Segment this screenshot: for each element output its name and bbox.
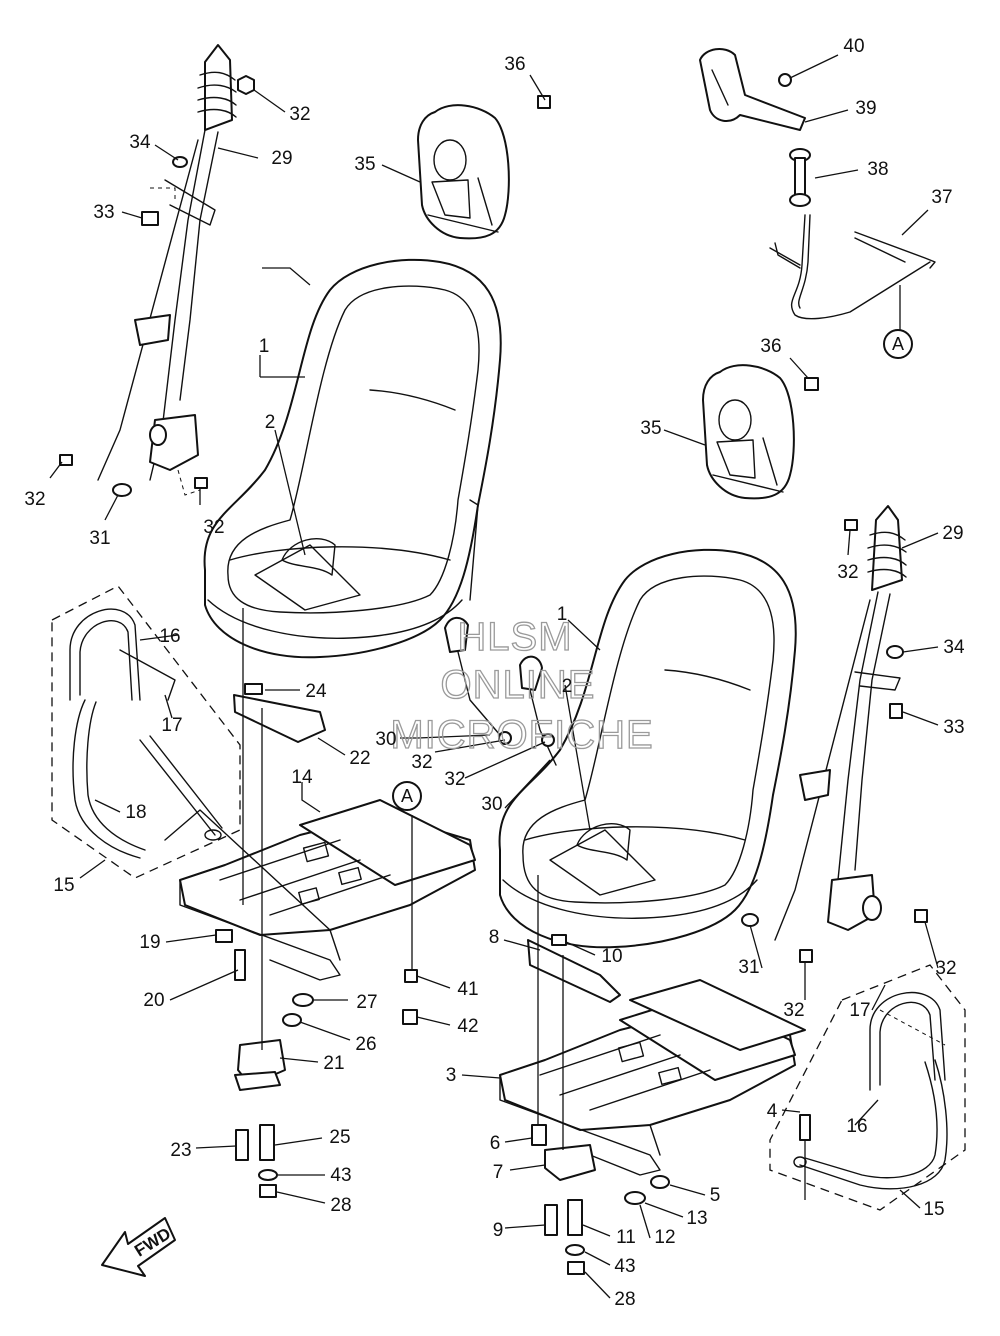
callout-c40: 40 xyxy=(843,36,864,57)
callout-c35b: 35 xyxy=(640,418,661,439)
callout-c3: 3 xyxy=(446,1065,457,1086)
callout-c17b: 17 xyxy=(849,1000,870,1021)
callout-c32d: 32 xyxy=(837,562,858,583)
callout-c32h: 32 xyxy=(783,1000,804,1021)
callout-c43b: 43 xyxy=(614,1256,635,1277)
callout-c12: 12 xyxy=(654,1227,675,1248)
callout-c19: 19 xyxy=(139,932,160,953)
callout-c5: 5 xyxy=(710,1185,721,1206)
callout-c28b: 28 xyxy=(614,1289,635,1310)
hardware-parts xyxy=(59,73,928,1275)
callout-c8: 8 xyxy=(489,927,500,948)
callout-c32f: 32 xyxy=(444,769,465,790)
callout-c28a: 28 xyxy=(330,1195,351,1216)
callout-c16a: 16 xyxy=(159,626,180,647)
forward-direction-arrow: FWD xyxy=(101,1217,176,1277)
callout-c32e: 32 xyxy=(411,752,432,773)
seatbelt-left xyxy=(97,44,237,481)
callout-c20: 20 xyxy=(143,990,164,1011)
callout-c34a: 34 xyxy=(129,132,151,153)
callout-c18: 18 xyxy=(125,802,146,823)
seat-base-right xyxy=(499,979,806,1176)
callout-c9: 9 xyxy=(493,1220,504,1241)
callout-c34b: 34 xyxy=(943,637,965,658)
callout-c35a: 35 xyxy=(354,154,375,175)
reference-marker-lower-label: A xyxy=(401,786,413,806)
callout-c15a: 15 xyxy=(53,875,74,896)
watermark: HLSM ONLINE MICROFICHE xyxy=(390,614,654,757)
callout-c10: 10 xyxy=(601,946,622,967)
callout-c1b: 1 xyxy=(557,604,568,625)
grab-bar-left xyxy=(51,585,241,879)
callout-c31a: 31 xyxy=(89,528,110,549)
callout-c6: 6 xyxy=(490,1133,501,1154)
seat-base-left xyxy=(164,799,476,981)
callout-c2a: 2 xyxy=(265,412,276,433)
reference-marker-lower: A xyxy=(392,781,422,811)
callout-c32c: 32 xyxy=(203,517,224,538)
callout-c42: 42 xyxy=(457,1016,478,1037)
reference-marker-upper-label: A xyxy=(892,334,904,354)
watermark-line-1: HLSM xyxy=(457,615,572,659)
reference-marker-upper: A xyxy=(883,329,913,359)
callout-c26: 26 xyxy=(355,1034,376,1055)
callout-c25: 25 xyxy=(329,1127,350,1148)
watermark-line-2: ONLINE xyxy=(441,663,596,707)
callout-c29b: 29 xyxy=(942,523,963,544)
callout-c29a: 29 xyxy=(271,148,292,169)
seat-left xyxy=(203,258,502,659)
callout-c32a: 32 xyxy=(289,104,310,125)
callout-c24: 24 xyxy=(305,681,327,702)
seat-right xyxy=(498,548,797,949)
callout-c37: 37 xyxy=(931,187,952,208)
callout-c4: 4 xyxy=(767,1101,778,1122)
callout-c41: 41 xyxy=(457,979,478,1000)
callout-c27: 27 xyxy=(356,992,377,1013)
seat-back-cover-upper xyxy=(417,104,510,240)
callout-c38: 38 xyxy=(867,159,888,180)
callout-c33b: 33 xyxy=(943,717,964,738)
callout-c30b: 30 xyxy=(481,794,502,815)
callout-c15b: 15 xyxy=(923,1199,944,1220)
callout-c17a: 17 xyxy=(161,715,182,736)
seatbelt-right xyxy=(774,505,907,941)
callout-c32g: 32 xyxy=(935,958,956,979)
assembly-lines xyxy=(150,187,901,1200)
callout-c13: 13 xyxy=(686,1208,707,1229)
callout-c16b: 16 xyxy=(846,1116,867,1137)
callout-c11: 11 xyxy=(616,1227,636,1248)
callout-c23: 23 xyxy=(170,1140,191,1161)
callout-c32b: 32 xyxy=(24,489,45,510)
callout-leaders xyxy=(49,54,939,1299)
callout-c36a: 36 xyxy=(504,54,525,75)
callout-c21: 21 xyxy=(323,1053,344,1074)
callout-c1a: 1 xyxy=(259,336,270,357)
callout-c14: 14 xyxy=(291,767,313,788)
watermark-line-3: MICROFICHE xyxy=(390,713,653,757)
holder-assembly xyxy=(699,48,936,320)
callout-c43a: 43 xyxy=(330,1165,351,1186)
callout-c2b: 2 xyxy=(562,676,573,697)
callout-c22: 22 xyxy=(349,748,370,769)
grab-bar-right xyxy=(769,964,966,1211)
callout-c7: 7 xyxy=(493,1162,504,1183)
callout-c30a: 30 xyxy=(375,729,396,750)
callout-c36b: 36 xyxy=(760,336,781,357)
callout-c33a: 33 xyxy=(93,202,114,223)
seat-back-cover-lower xyxy=(702,364,795,500)
callout-c39: 39 xyxy=(855,98,876,119)
callout-c31b: 31 xyxy=(738,957,759,978)
